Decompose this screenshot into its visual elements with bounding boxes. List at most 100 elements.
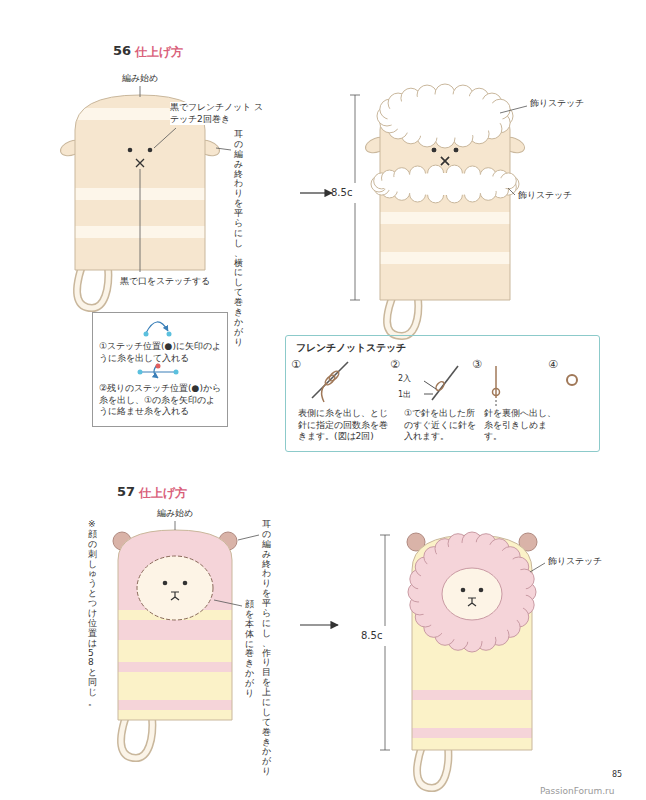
french-knot-steps: [434, 380, 445, 392]
sheep-57-finished: [405, 530, 540, 755]
step-text: ①で針を出した所のすぐ近くに針を入れます。: [404, 408, 476, 443]
note: 編み始め: [122, 73, 158, 85]
dimension-line: [380, 535, 390, 750]
french-knot-steps: [312, 362, 577, 408]
stitch-diagram: [167, 332, 172, 337]
instruction-box: ①ステッチ位置(●)に矢印のように糸を出して入れる ②残りのステッチ位置(●)から…: [92, 312, 228, 427]
decorative-stitch: [377, 84, 513, 148]
leader-line: [530, 563, 545, 572]
note: 黒で口をステッチする: [120, 276, 210, 288]
dimension: 8.5c: [361, 629, 382, 642]
stitch-diagram: [140, 371, 176, 372]
face: [442, 568, 502, 620]
sheep-57-finished: [405, 530, 540, 755]
dimension-line: [380, 535, 390, 750]
sheep-56-plain: [58, 95, 221, 308]
leader-line: [530, 563, 545, 572]
step-text: ③: [472, 358, 482, 372]
face: [454, 148, 459, 153]
sheep-56-plain: [128, 148, 133, 153]
step-text: 2入: [398, 374, 411, 384]
step-text: ①ステッチ位置(●)に矢印のように糸を出して入れる: [99, 341, 223, 364]
sheep-56-finished: [387, 298, 418, 336]
section-number: 57: [117, 484, 135, 501]
sheep-56-finished: [375, 212, 515, 264]
vertical-note: 耳の編み終わりを平らにし、横にして巻きかがり: [234, 130, 243, 348]
french-knot-steps: [493, 389, 500, 396]
sheep-56-plain: [77, 266, 108, 308]
sheep-56-finished: [380, 95, 510, 300]
vertical-note: 顔を本体に巻きかがり: [245, 600, 254, 699]
stitch-diagram: [138, 370, 143, 375]
sheep-56-finished: [432, 148, 437, 153]
note: 飾りステッチ: [518, 190, 572, 202]
sheep-57-plain: [118, 530, 232, 720]
face: [468, 598, 476, 606]
sheep-57-plain: [171, 592, 179, 600]
sheep-57-finished: [405, 728, 540, 738]
sheep-57-finished: [405, 690, 540, 700]
leader-line: [154, 128, 176, 148]
french-knot-steps: [328, 370, 341, 383]
panel-title: フレンチノットステッチ: [296, 341, 406, 354]
french-knot-steps: [495, 366, 497, 398]
sheep-57-plain: [121, 716, 152, 758]
step-text: ①: [291, 358, 301, 372]
section-heading: 仕上げ方: [135, 45, 183, 61]
vertical-note: ※顔の刺しゅうとつけ位置は58と同じ。: [88, 520, 97, 708]
sheep-56-finished: [387, 298, 418, 336]
decorative-stitch: [371, 165, 519, 203]
face: [432, 148, 459, 165]
leader-line: [175, 521, 259, 606]
leader-line: [214, 600, 242, 606]
section-number: 56: [113, 43, 131, 60]
sheep-57-plain: [110, 700, 240, 710]
sheep-56-finished: [380, 95, 510, 300]
stitch-diagram: [144, 332, 149, 337]
sheep-56-plain: [148, 148, 153, 153]
leader-line: [238, 535, 259, 540]
step-text: ②: [390, 358, 400, 372]
decorative-stitch: [387, 94, 503, 138]
sheep-56-finished: [375, 252, 515, 264]
watermark: PassionForum.ru: [540, 786, 614, 798]
face: [441, 157, 449, 165]
sheep-57-finished: [412, 535, 532, 750]
french-knot-steps: [312, 362, 348, 398]
french-knot-steps: [567, 375, 577, 385]
french-knot-steps: [496, 400, 497, 408]
step-text: 表側に糸を出し、とじ針に指定の回数糸を巻きます。(図は2回): [298, 408, 390, 443]
sheep-57-plain: [121, 716, 152, 758]
note: 黒でフレンチノット ステッチ2回巻き: [170, 102, 266, 125]
sheep-56-finished: [375, 212, 515, 224]
note: 編み始め: [157, 508, 193, 520]
stitch-diagram: [156, 364, 161, 369]
sheep-57-plain: [110, 525, 240, 758]
french-knot-steps: [424, 381, 436, 394]
sheep-57-finished: [417, 746, 448, 788]
face: [442, 568, 502, 620]
arrow: [300, 192, 332, 193]
arrow: [300, 624, 338, 625]
leader-line: [508, 188, 515, 195]
note: 飾りステッチ: [530, 98, 584, 110]
note: 飾りステッチ: [548, 556, 602, 568]
sheep-57-plain: [183, 581, 188, 586]
leader-line: [140, 169, 141, 272]
french-knot-steps: [432, 366, 458, 400]
decorative-stitch: [418, 542, 526, 642]
sheep-57-plain: [110, 525, 240, 725]
leader-line: [500, 106, 527, 195]
step-text: ②残りのステッチ位置(●)から糸を出し、①の糸を矢印のように絡ませ糸を入れる: [99, 383, 223, 418]
stitch-guide-panel: フレンチノットステッチ①②③④2入1出表側に糸を出し、とじ針に指定の回数糸を巻き…: [285, 335, 600, 452]
stitch-diagram: [146, 322, 168, 333]
leader-line: [216, 148, 231, 150]
sheep-57-plain: [110, 662, 240, 672]
sheep-57-plain: [137, 556, 213, 620]
decorative-stitch: [408, 532, 536, 652]
leader-line: [500, 106, 527, 113]
section-heading: 仕上げ方: [139, 486, 187, 502]
dimension: 8.5c: [331, 186, 352, 199]
stitch-diagram: [174, 370, 179, 375]
